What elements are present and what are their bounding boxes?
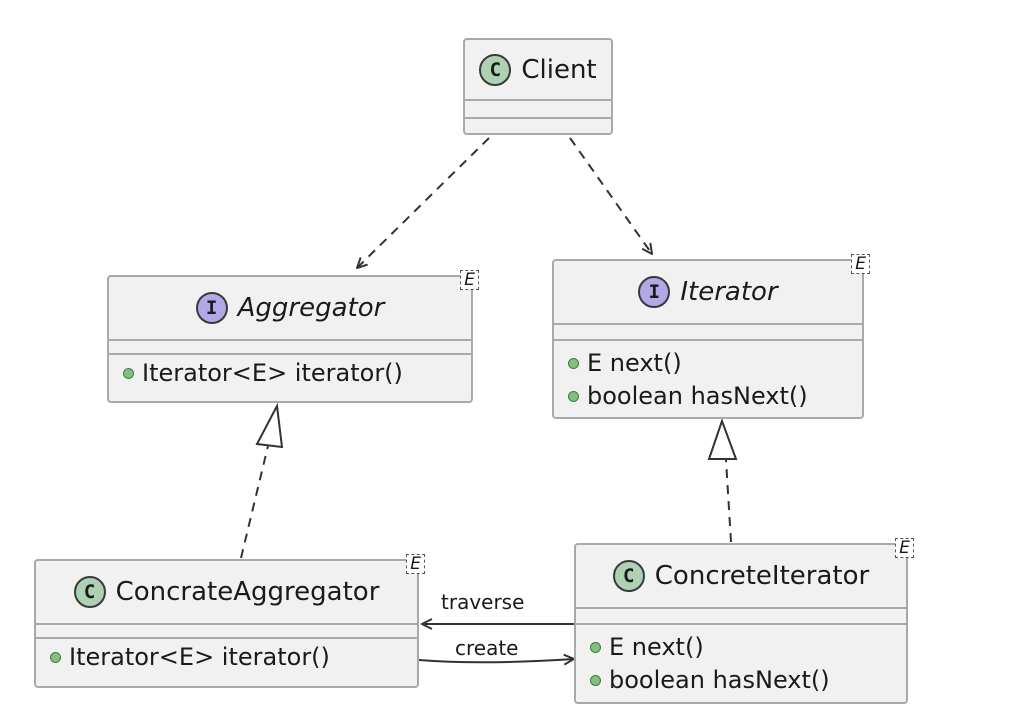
- class-stereotype-icon: C: [612, 560, 645, 592]
- client-header: C Client: [465, 40, 611, 99]
- method-signature: E next(): [609, 633, 704, 661]
- method-row: boolean hasNext(): [568, 380, 848, 413]
- concrete-iterator-header: C ConcreteIterator: [576, 545, 906, 607]
- aggregator-interface[interactable]: E I Aggregator Iterator<E> iterator(): [107, 270, 479, 403]
- type-parameter: E: [851, 254, 870, 274]
- public-visibility-icon: [590, 642, 601, 653]
- method-row: Iterator<E> iterator(): [123, 357, 457, 390]
- public-visibility-icon: [590, 675, 601, 686]
- concrate-aggregator-header: C ConcrateAggregator: [36, 561, 417, 623]
- concrete-iterator-realization-line: [725, 459, 732, 543]
- client-to-iterator-dependency: [569, 137, 652, 254]
- class-name: Client: [521, 54, 597, 85]
- interface-name: Iterator: [680, 277, 778, 307]
- concrete-iterator-class[interactable]: E C ConcreteIterator E next() boolean ha…: [574, 538, 914, 705]
- interface-stereotype-icon: I: [195, 292, 228, 324]
- iterator-header: I Iterator: [554, 261, 862, 323]
- concrate-aggregator-methods: Iterator<E> iterator(): [36, 637, 417, 682]
- aggregator-realization-triangle: [255, 402, 284, 449]
- traverse-label: traverse: [441, 590, 525, 614]
- iterator-methods: E next() boolean hasNext(): [554, 339, 862, 421]
- type-parameter: E: [460, 270, 479, 290]
- interface-stereotype-icon: I: [638, 276, 671, 308]
- client-fields-compartment: [465, 99, 611, 117]
- public-visibility-icon: [568, 358, 579, 369]
- class-stereotype-icon: C: [479, 53, 512, 86]
- create-label: create: [455, 636, 519, 660]
- class-name: ConcreteIterator: [654, 561, 870, 591]
- create-association: [418, 659, 574, 662]
- concrete-iterator-methods: E next() boolean hasNext(): [576, 623, 906, 705]
- type-parameter: E: [406, 554, 425, 574]
- public-visibility-icon: [123, 368, 134, 379]
- iterator-fields-compartment: [554, 323, 862, 339]
- concrate-aggregator-realization-line: [240, 445, 269, 559]
- method-row: boolean hasNext(): [590, 664, 892, 697]
- method-row: E next(): [590, 631, 892, 664]
- class-stereotype-icon: C: [73, 576, 106, 608]
- method-row: Iterator<E> iterator(): [50, 641, 403, 674]
- method-row: E next(): [568, 347, 848, 380]
- client-methods-compartment: [465, 117, 611, 119]
- type-parameter: E: [895, 538, 914, 558]
- method-signature: Iterator<E> iterator(): [69, 643, 330, 671]
- client-class[interactable]: C Client: [463, 38, 613, 135]
- method-signature: Iterator<E> iterator(): [142, 359, 403, 387]
- class-name: ConcrateAggregator: [115, 577, 380, 607]
- concrete-iterator-fields-compartment: [576, 607, 906, 623]
- public-visibility-icon: [50, 652, 61, 663]
- method-signature: E next(): [587, 349, 682, 377]
- client-to-aggregator-dependency: [357, 137, 490, 268]
- iterator-realization-triangle: [707, 418, 738, 460]
- aggregator-methods: Iterator<E> iterator(): [109, 353, 471, 398]
- aggregator-fields-compartment: [109, 339, 471, 353]
- method-signature: boolean hasNext(): [587, 382, 808, 410]
- method-signature: boolean hasNext(): [609, 666, 830, 694]
- concrate-aggregator-fields-compartment: [36, 623, 417, 637]
- iterator-interface[interactable]: E I Iterator E next() boolean hasNext(): [552, 254, 870, 421]
- public-visibility-icon: [568, 391, 579, 402]
- aggregator-header: I Aggregator: [109, 277, 471, 339]
- concrate-aggregator-class[interactable]: E C ConcrateAggregator Iterator<E> itera…: [34, 554, 425, 688]
- interface-name: Aggregator: [237, 293, 385, 323]
